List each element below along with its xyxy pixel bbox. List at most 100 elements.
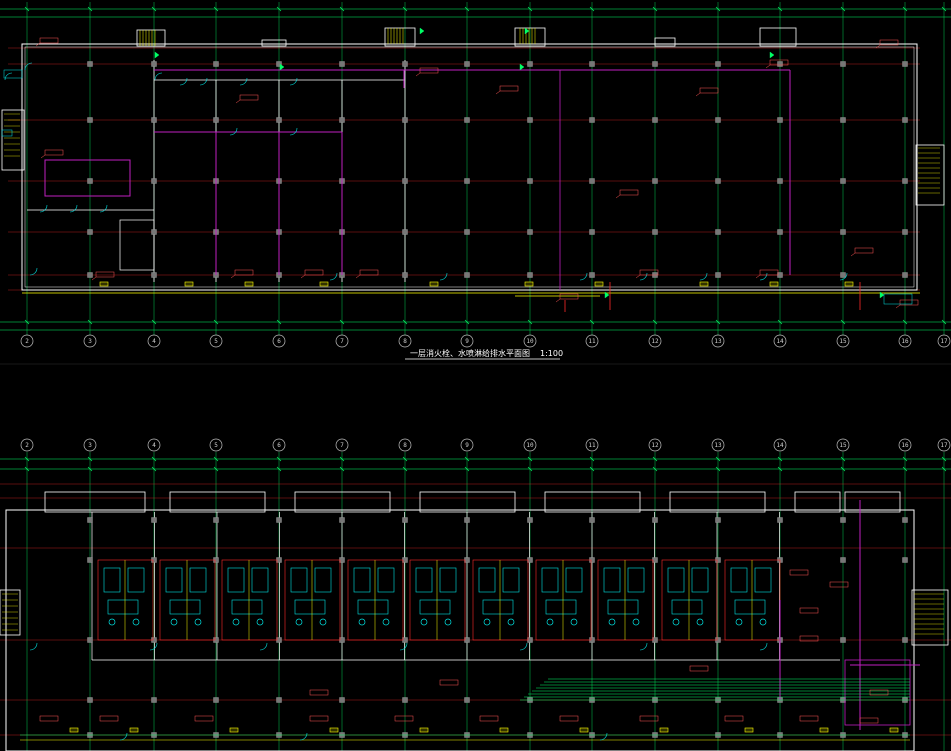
axis-label: 4 [152,442,156,449]
structural-column [902,517,908,523]
structural-column [902,557,908,563]
dimension-tick [902,6,908,12]
pipe-annotation-box [39,715,59,722]
structural-column [777,517,783,523]
bathroom-outline [347,559,404,641]
axis-label: 2 [25,338,29,345]
axis-bubble [335,334,349,348]
door-swing [179,77,188,86]
fire-hydrant-cabinet [429,281,439,287]
structural-column [87,229,93,235]
bathtub-fixture [189,567,207,593]
leader-line [635,274,641,279]
axis-bubble [209,334,223,348]
pipe-annotation-box [309,689,329,696]
structural-column [464,697,470,703]
axis-bubble [83,438,97,452]
sink-fixture [231,599,263,615]
pipe-annotation-box [234,269,254,276]
dimension-tick [339,319,345,325]
structural-column [151,117,157,123]
dimension-tick [941,319,947,325]
axis-bubble [648,438,662,452]
structural-column [464,229,470,235]
structural-column [151,517,157,523]
dimension-tick [652,6,658,12]
bathtub-fixture [415,567,433,593]
sink-fixture [107,599,139,615]
axis-bubble [460,334,474,348]
leader-line [615,194,621,199]
structural-column [87,557,93,563]
structural-column [527,517,533,523]
valve-symbol [879,291,885,299]
structural-column [589,117,595,123]
axis-label: 14 [776,442,784,449]
dimension-tick [715,6,721,12]
structural-column [527,117,533,123]
bathtub-fixture [251,567,269,593]
leader-line [300,274,306,279]
bathtub-fixture [290,567,308,593]
door-swing [439,272,448,281]
structural-column [213,61,219,67]
toilet-fixture [108,618,116,626]
structural-column [527,272,533,278]
structural-column [339,517,345,523]
structural-column [902,272,908,278]
bathtub-fixture [314,567,332,593]
axis-bubble [460,438,474,452]
bathtub-fixture [502,567,520,593]
fire-hydrant-cabinet [699,281,709,287]
valve-symbol [419,27,425,35]
drawing-title: 一层消火栓、水喷淋给排水平面图 [410,348,530,358]
axis-bubble [773,438,787,452]
structural-column [715,61,721,67]
structural-column [840,178,846,184]
toilet-fixture [382,618,390,626]
door-swing [69,204,78,213]
leader-line [755,274,761,279]
sink-fixture [419,599,451,615]
toilet-fixture [483,618,491,626]
door-swing [519,642,528,651]
door-swing [29,267,38,276]
fire-hydrant-cabinet [229,727,239,733]
structural-column [840,61,846,67]
door-swing [229,127,238,136]
axis-bubble [937,334,951,348]
structural-column [402,697,408,703]
axis-bubble [335,438,349,452]
structural-column [840,517,846,523]
leader-line [495,90,501,95]
structural-column [151,61,157,67]
stair-bump [136,29,166,47]
axis-bubble [398,334,412,348]
bathtub-fixture [377,567,395,593]
fire-hydrant-cabinet [319,281,329,287]
dimension-tick [402,6,408,12]
structural-column [715,117,721,123]
axis-bubble [836,438,850,452]
door-swing [99,204,108,213]
axis-bubble [272,438,286,452]
door-swing [39,204,48,213]
pipe-annotation-box [99,715,119,722]
dimension-tick [276,319,282,325]
structural-column [464,117,470,123]
toilet-fixture [546,618,554,626]
structural-column [402,178,408,184]
door-swing [199,77,208,86]
toilet-fixture [232,618,240,626]
room-bump [169,491,266,513]
structural-column [213,117,219,123]
structural-column [902,117,908,123]
structural-column [87,272,93,278]
axis-label: 13 [714,338,722,345]
structural-column [715,178,721,184]
fire-hydrant-cabinet [524,281,534,287]
fire-hydrant-cabinet [184,281,194,287]
drawing-scale: 1:100 [540,349,563,358]
bathtub-fixture [691,567,709,593]
